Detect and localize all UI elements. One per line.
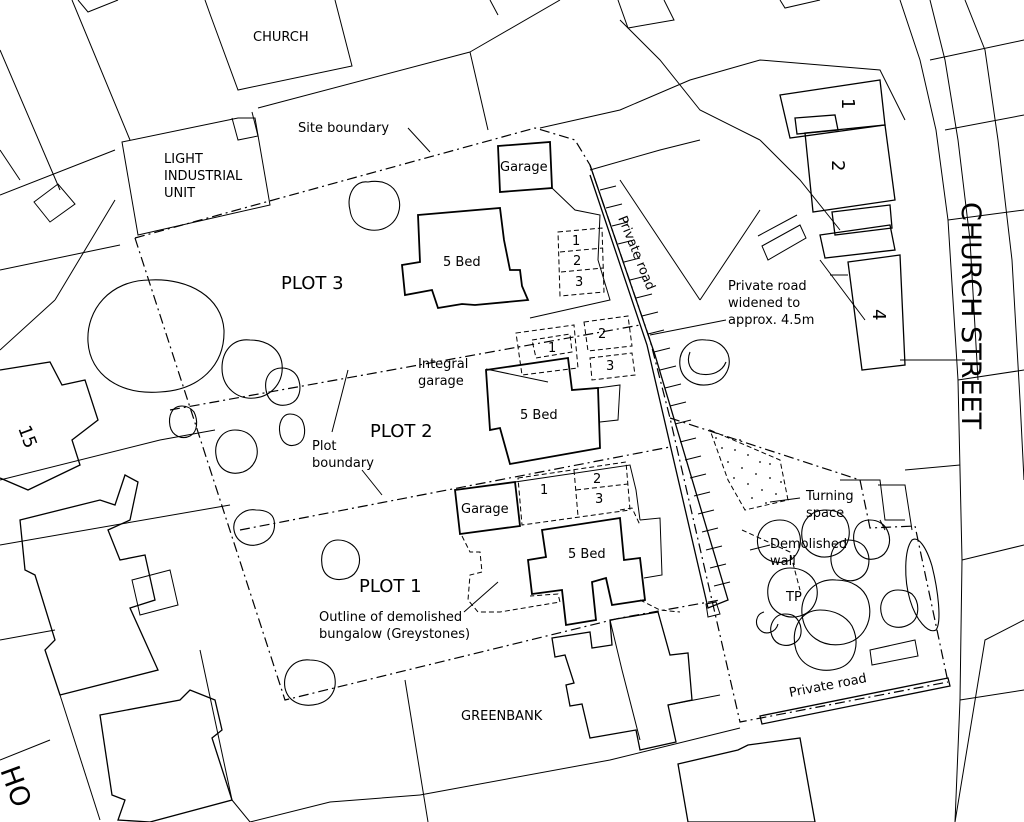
turning-space-line2: space [806,506,844,521]
demolished-wall-line1: Demolished [770,537,847,552]
house-1-label: 1 [837,98,858,109]
private-road-widened-line2: widened to [728,296,800,311]
plot3-house [401,207,530,310]
trees [87,180,940,706]
plot3-label: PLOT 3 [281,273,344,294]
plot3-house-label: 5 Bed [443,255,481,270]
plot1-parking [517,461,631,526]
plot3-garage [497,141,611,319]
plot1-garage [454,464,641,536]
plot1-label: PLOT 1 [359,576,422,597]
demolished-outline-line1: Outline of demolished [319,610,462,625]
plot2-label: PLOT 2 [370,421,433,442]
parking-numbers: 1 2 3 1 2 3 1 2 3 [540,234,614,507]
plot3-parking-2: 2 [573,254,581,269]
light-industrial-line2: INDUSTRIAL [164,169,243,184]
plot1-parking-1: 1 [540,483,548,498]
plot1-parking-3: 3 [595,492,603,507]
site-boundary-label: Site boundary [298,121,389,136]
plot2-house [485,356,601,466]
house-4-label: 4 [868,309,889,320]
house-15-label: 15 [13,423,41,452]
integral-garage-line1: Integral [418,357,468,372]
church-street-label: CHURCH STREET [955,202,986,430]
plan-labels: CHURCH LIGHT INDUSTRIAL UNIT Site bounda… [0,30,986,811]
tp-label: TP [785,590,802,605]
plot3-parking [557,227,605,297]
plot3-parking-1: 1 [572,234,580,249]
plot2-parking-3: 3 [606,359,614,374]
plot2-parking-2: 2 [598,327,606,342]
church-label: CHURCH [253,30,309,45]
leader-lines [331,127,801,613]
private-road-widened-line3: approx. 4.5m [728,313,814,328]
plot-boundary-line2: boundary [312,456,374,471]
plot3-garage-label: Garage [500,160,548,175]
turning-space [709,429,801,591]
private-road-strip [589,164,951,725]
plot-boundary-line1: Plot [312,439,337,454]
plot1-house-label: 5 Bed [568,547,606,562]
plot2-house-label: 5 Bed [520,408,558,423]
demolished-outline-line2: bungalow (Greystones) [319,627,470,642]
plot2-parking-1: 1 [548,341,556,356]
demolished-bungalow-outline [461,507,681,613]
street-fragment-label: HO [0,762,37,812]
plot1-garage-label: Garage [461,502,509,517]
plot2-parking [515,315,636,423]
demolished-wall-line2: wall [770,554,796,569]
light-industrial-line3: UNIT [164,186,195,201]
private-road-widened-line1: Private road [728,279,807,294]
plot1-house [527,516,663,627]
greenbank-label: GREENBANK [461,709,543,724]
turning-space-line1: Turning [805,489,854,504]
light-industrial-line1: LIGHT [164,152,203,167]
integral-garage-line2: garage [418,374,464,389]
site-boundary-line [134,127,949,723]
plot3-parking-3: 3 [575,275,583,290]
house-2-label: 2 [827,160,848,171]
plot1-parking-2: 2 [593,472,601,487]
